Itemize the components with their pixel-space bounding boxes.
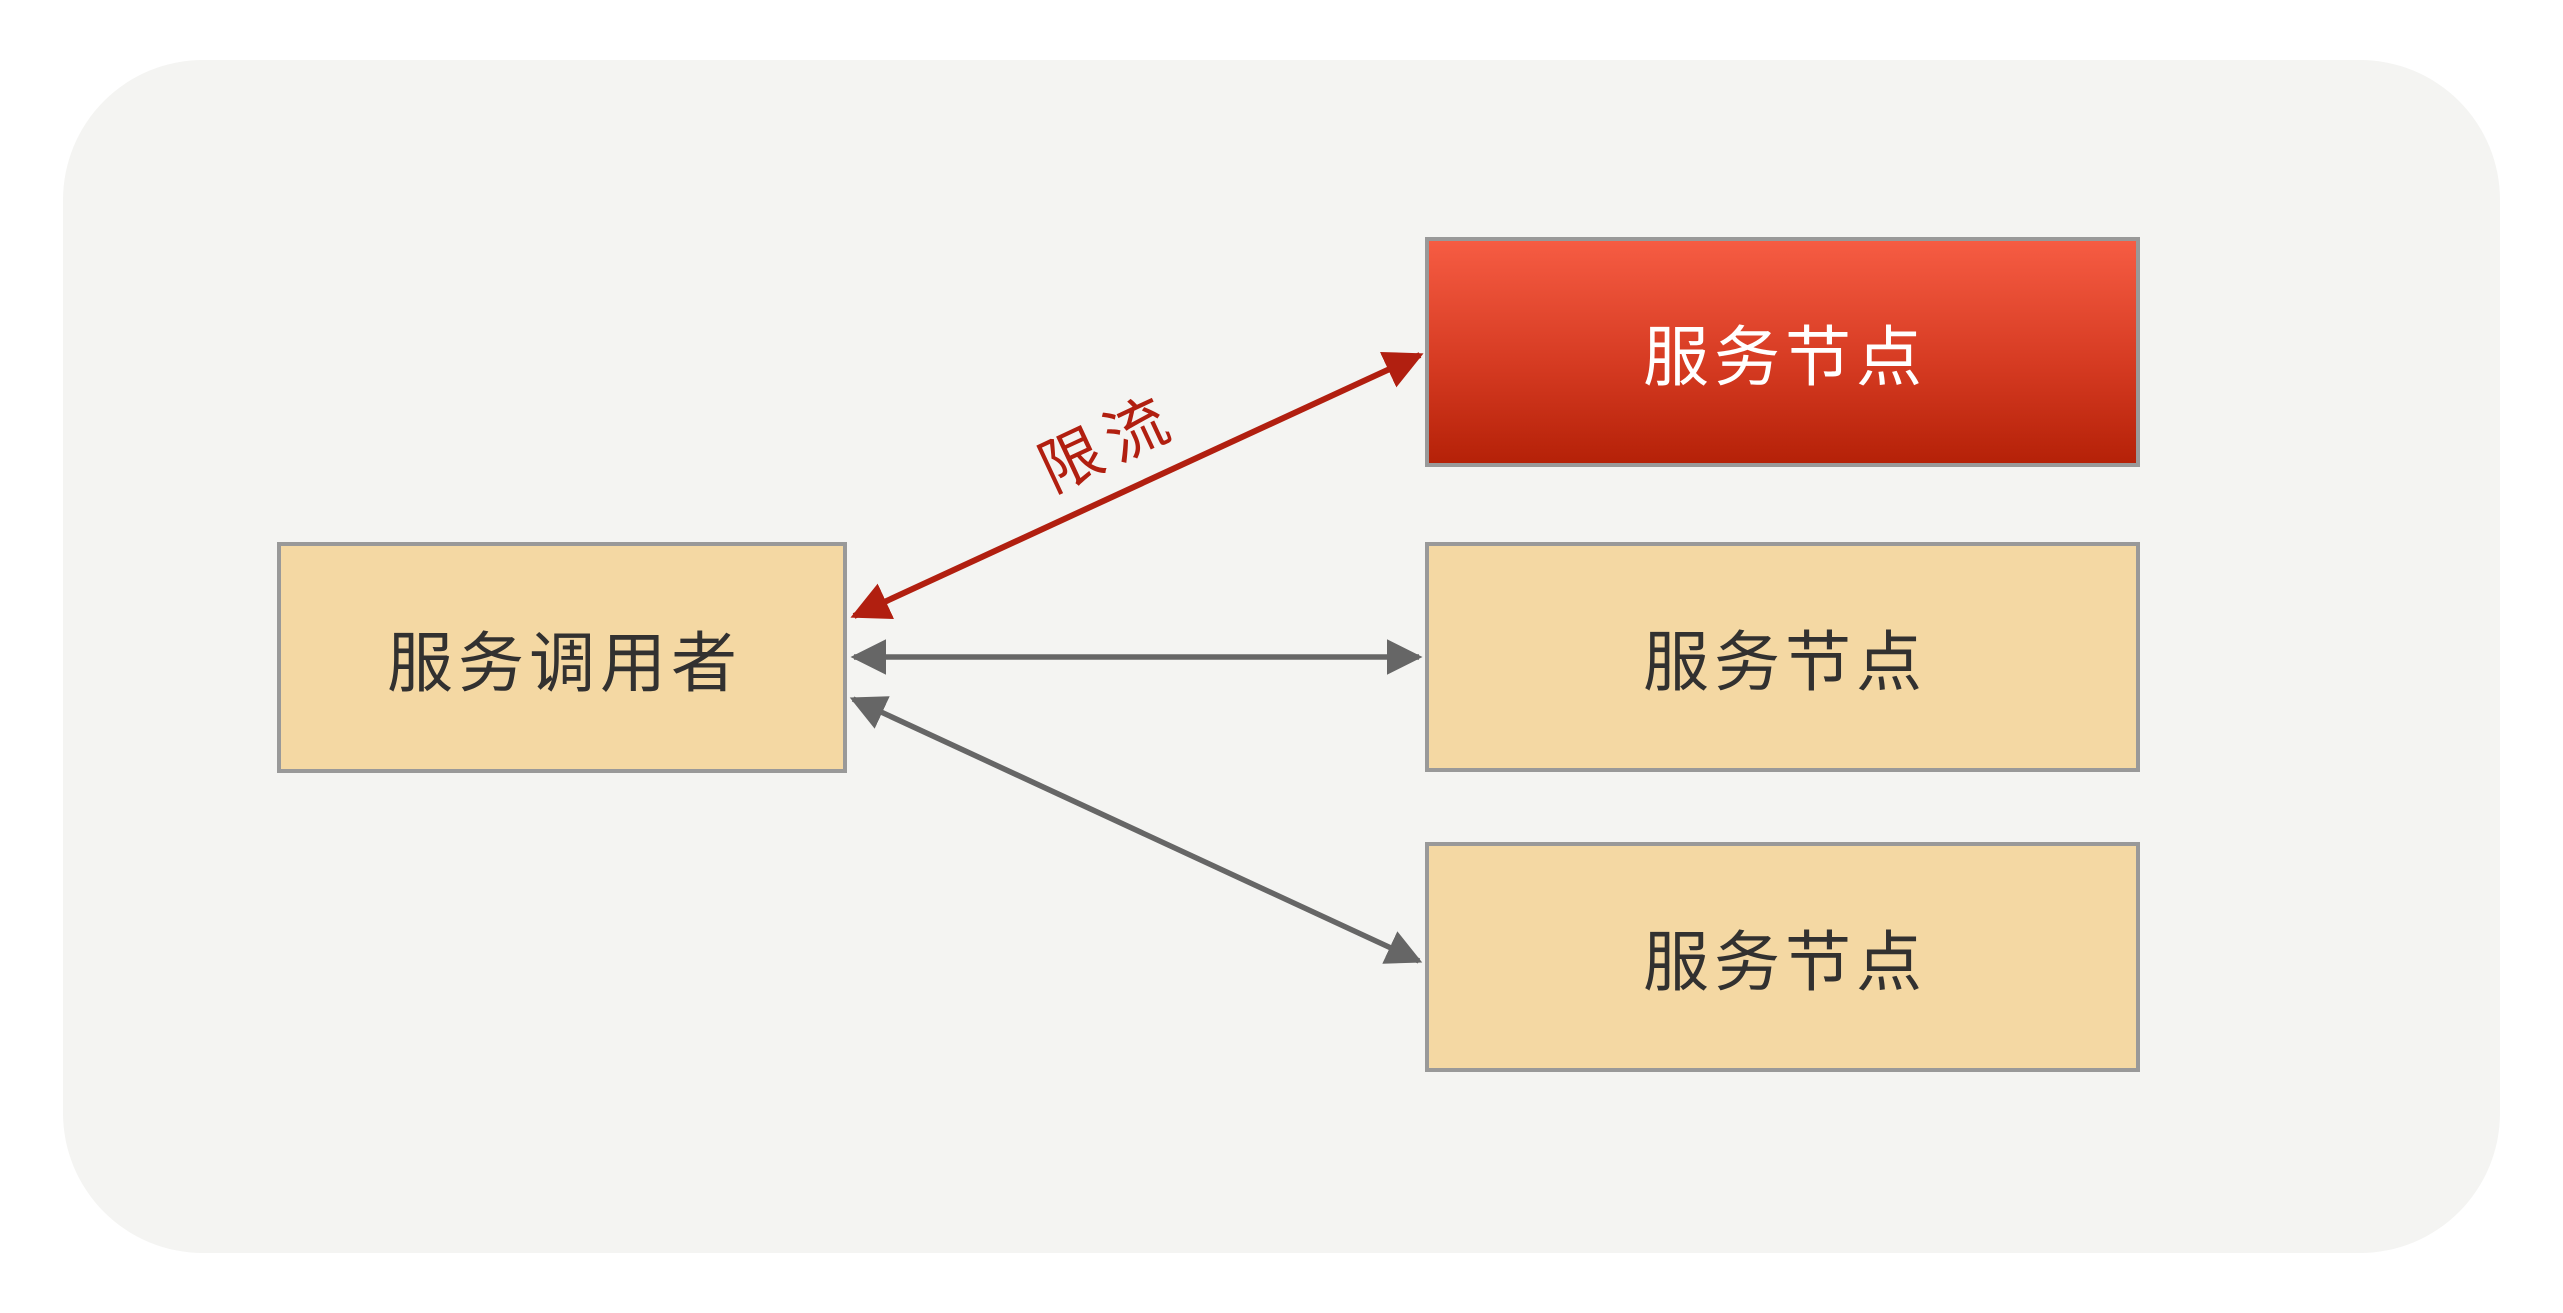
node-box-2-label: 服务节点 xyxy=(1643,625,1927,699)
node-box-rate-limited-label: 服务节点 xyxy=(1643,320,1927,394)
node-box-rate-limited: 服务节点 xyxy=(1425,237,2140,467)
caller-box-label: 服务调用者 xyxy=(387,625,742,700)
node-box-3: 服务节点 xyxy=(1425,842,2140,1072)
edge-caller-node3-arrow xyxy=(849,696,1423,964)
node-box-3-label: 服务节点 xyxy=(1643,925,1927,999)
edge-rate-limit-arrow xyxy=(850,351,1424,620)
caller-box: 服务调用者 xyxy=(277,542,847,773)
node-box-2: 服务节点 xyxy=(1425,542,2140,772)
